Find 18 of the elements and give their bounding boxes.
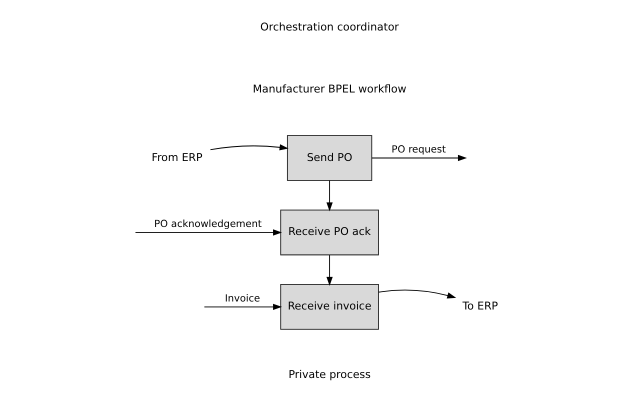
arrow — [210, 144, 289, 150]
node-box: Receive invoice — [280, 284, 379, 330]
arrow — [135, 229, 282, 236]
edge-label: Invoice — [224, 293, 260, 304]
node-text: To ERP — [462, 300, 498, 313]
node-box: Receive PO ack — [280, 210, 379, 256]
arrow — [326, 254, 333, 286]
edge-label: PO request — [392, 144, 446, 156]
node-box: Send PO — [286, 135, 372, 181]
arrow — [378, 290, 456, 298]
label: Private process — [288, 368, 371, 381]
arrow — [372, 154, 467, 162]
arrow — [204, 304, 282, 310]
edge-label: PO acknowledgement — [154, 218, 262, 230]
label: Orchestration coordinator — [260, 20, 399, 34]
label: Manufacturer BPEL workflow — [252, 82, 406, 96]
node-text: From ERP — [152, 150, 202, 164]
arrow — [326, 180, 333, 212]
